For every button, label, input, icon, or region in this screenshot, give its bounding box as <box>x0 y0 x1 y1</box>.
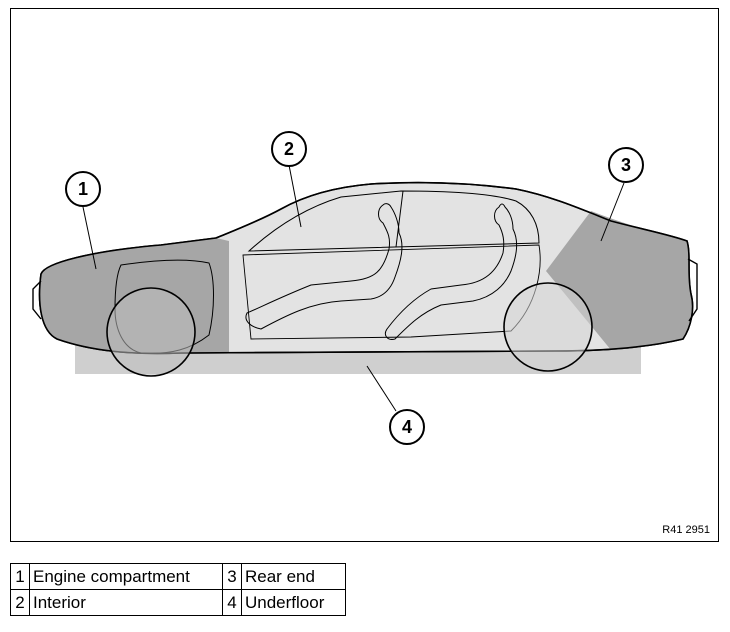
legend-number: 1 <box>10 563 30 590</box>
legend-number: 2 <box>10 589 30 616</box>
callout-3-number: 3 <box>621 155 631 175</box>
legend-row: 2 Interior 4 Underfloor <box>10 589 346 616</box>
front-wheel <box>106 287 196 377</box>
passenger-figure <box>384 203 518 340</box>
car-illustration: 1 2 3 4 <box>32 131 698 445</box>
callout-2: 2 <box>271 131 307 167</box>
callout-1-number: 1 <box>78 179 88 199</box>
legend-label: Interior <box>29 589 223 616</box>
legend-number: 4 <box>222 589 242 616</box>
legend-label: Underfloor <box>241 589 346 616</box>
callout-3: 3 <box>608 147 644 183</box>
callout-4-number: 4 <box>402 417 412 437</box>
callout-4: 4 <box>389 409 425 445</box>
legend-label: Engine compartment <box>29 563 223 590</box>
legend-number: 3 <box>222 563 242 590</box>
b-pillar <box>395 190 404 248</box>
rear-bumper <box>687 258 698 322</box>
window-outline <box>247 190 540 252</box>
callout-4-leader <box>366 365 397 412</box>
rear-wheel <box>503 282 593 372</box>
legend-row: 1 Engine compartment 3 Rear end <box>10 563 346 590</box>
callout-3-leader <box>600 182 625 242</box>
callout-2-number: 2 <box>284 139 294 159</box>
callout-2-leader <box>288 164 302 228</box>
front-bumper <box>32 280 42 320</box>
driver-figure <box>245 203 403 330</box>
callout-1: 1 <box>65 171 101 207</box>
figure-reference-code: R41 2951 <box>662 524 710 536</box>
legend-table: 1 Engine compartment 3 Rear end 2 Interi… <box>10 563 346 616</box>
callout-1-leader <box>82 206 97 270</box>
car-zones-figure: 1 2 3 4 R41 2951 <box>10 8 719 542</box>
legend-label: Rear end <box>241 563 346 590</box>
